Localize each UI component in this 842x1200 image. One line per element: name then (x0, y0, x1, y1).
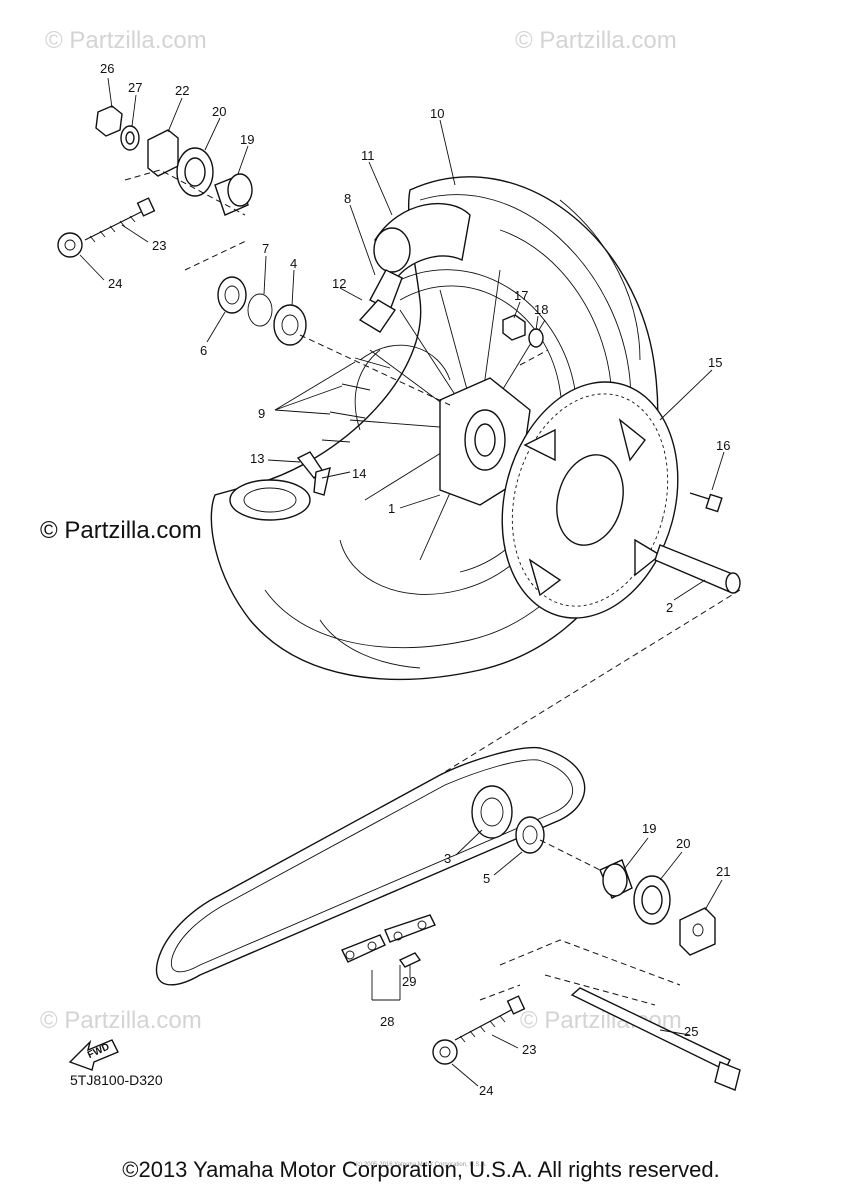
callout-8: 8 (344, 191, 351, 206)
callout-12: 12 (332, 276, 346, 291)
callout-11: 11 (361, 148, 375, 163)
callout-20: 20 (212, 104, 226, 119)
watermark-top-left: © Partzilla.com (45, 27, 207, 54)
callout-10: 10 (430, 106, 444, 121)
callout-6: 6 (200, 343, 207, 358)
callout-5: 5 (483, 871, 490, 886)
callout-7: 7 (262, 241, 269, 256)
callout-29: 29 (402, 974, 416, 989)
tube-and-rim-band (358, 203, 471, 333)
callout-25: 25 (684, 1024, 698, 1039)
watermark-middle: © Partzilla.com (40, 517, 202, 544)
valve-parts-13-14 (296, 451, 331, 496)
chain-joint-28-29 (341, 914, 436, 968)
diagram-code: 5TJ8100-D320 (70, 1072, 163, 1088)
bolt-part-16 (689, 492, 723, 513)
callout-14: 14 (352, 466, 366, 481)
callout-17: 17 (514, 288, 528, 303)
axle-part-25 (570, 987, 741, 1091)
callout-23-lower: 23 (522, 1042, 536, 1057)
callout-20-lower: 20 (676, 836, 690, 851)
callout-9: 9 (258, 406, 265, 421)
bearing-seal-3-5 (471, 785, 545, 854)
callout-27: 27 (128, 80, 142, 95)
callout-24-lower: 24 (479, 1083, 493, 1098)
callout-13: 13 (250, 451, 264, 466)
callout-labels: 26 27 22 20 19 23 24 10 11 8 7 4 12 17 1… (100, 61, 730, 1098)
callout-3: 3 (444, 851, 451, 866)
assembly-guide-lines (124, 169, 741, 1006)
callout-16: 16 (716, 438, 730, 453)
callout-21: 21 (716, 864, 730, 879)
rear-sprocket (501, 381, 679, 619)
callout-2: 2 (666, 600, 673, 615)
callout-1: 1 (388, 501, 395, 516)
callout-19-lower: 19 (642, 821, 656, 836)
callout-15: 15 (708, 355, 722, 370)
callout-22: 22 (175, 83, 189, 98)
lower-right-hardware (599, 859, 716, 956)
callout-23: 23 (152, 238, 166, 253)
callout-4: 4 (290, 256, 297, 271)
callout-19: 19 (240, 132, 254, 147)
copyright-notice: ©2013 Yamaha Motor Corporation, U.S.A. A… (122, 1157, 720, 1182)
watermark-top-right: © Partzilla.com (515, 27, 677, 54)
watermark-bottom-left: © Partzilla.com (40, 1007, 202, 1034)
upper-left-hardware (57, 105, 544, 348)
forward-arrow-icon: FWD (68, 1039, 119, 1071)
leader-lines (79, 77, 725, 1087)
callout-24: 24 (108, 276, 122, 291)
callout-28: 28 (380, 1014, 394, 1029)
callout-26: 26 (100, 61, 114, 76)
bolts-part-9 (321, 357, 391, 443)
fine-print: (c) 2005-2016 Yamaha Motor Corporation, … (355, 1162, 487, 1168)
spacer-part-2 (654, 544, 741, 594)
callout-18: 18 (534, 302, 548, 317)
lower-bolt-nut (432, 995, 526, 1065)
